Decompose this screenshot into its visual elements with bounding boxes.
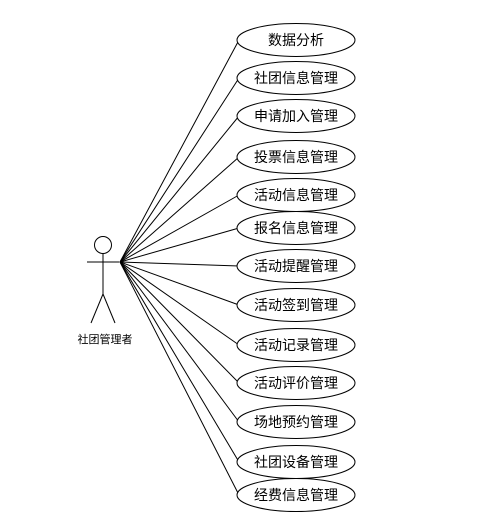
use-case-ellipse bbox=[236, 405, 356, 439]
use-case-ellipse bbox=[236, 328, 356, 362]
use-case: 数据分析 bbox=[236, 23, 356, 57]
actor-left-leg bbox=[90, 293, 104, 324]
use-case: 活动签到管理 bbox=[236, 288, 356, 322]
association-line bbox=[119, 261, 240, 463]
use-case: 活动提醒管理 bbox=[236, 249, 356, 283]
use-case-label: 经费信息管理 bbox=[254, 487, 338, 504]
use-case-ellipse bbox=[236, 211, 356, 245]
use-case-ellipse bbox=[236, 61, 356, 95]
use-case-ellipse bbox=[236, 288, 356, 322]
association-line bbox=[119, 156, 240, 263]
use-case: 投票信息管理 bbox=[236, 140, 356, 174]
use-cases: 数据分析社团信息管理申请加入管理投票信息管理活动信息管理报名信息管理活动提醒管理… bbox=[236, 23, 356, 512]
association-line bbox=[119, 261, 240, 423]
association-line bbox=[119, 261, 240, 346]
use-case: 社团设备管理 bbox=[236, 445, 356, 479]
use-case-label: 活动签到管理 bbox=[254, 297, 338, 314]
association-line bbox=[119, 261, 240, 267]
use-case-label: 报名信息管理 bbox=[254, 220, 338, 237]
use-case-label: 数据分析 bbox=[268, 33, 324, 49]
use-case-label: 社团信息管理 bbox=[254, 70, 338, 87]
use-case-label: 申请加入管理 bbox=[254, 109, 338, 125]
association-line bbox=[119, 227, 240, 263]
use-case: 活动记录管理 bbox=[236, 328, 356, 362]
use-case-label: 活动信息管理 bbox=[254, 187, 338, 204]
association-line bbox=[119, 115, 240, 263]
use-case: 场地预约管理 bbox=[236, 405, 356, 439]
use-case: 经费信息管理 bbox=[236, 478, 356, 512]
association-line bbox=[119, 261, 240, 384]
use-case-ellipse bbox=[236, 249, 356, 283]
use-case: 活动评价管理 bbox=[236, 366, 356, 400]
association-line bbox=[119, 77, 240, 263]
association-line bbox=[119, 39, 240, 263]
use-case: 社团信息管理 bbox=[236, 61, 356, 95]
actor-label: 社团管理者 bbox=[78, 332, 133, 346]
use-case-ellipse bbox=[236, 366, 356, 400]
use-case: 申请加入管理 bbox=[236, 99, 356, 133]
use-case-ellipse bbox=[236, 23, 356, 57]
use-case-ellipse bbox=[236, 99, 356, 133]
use-case-label: 社团设备管理 bbox=[254, 454, 338, 471]
associations bbox=[119, 39, 240, 496]
use-case-label: 活动评价管理 bbox=[254, 376, 338, 392]
actor-head bbox=[94, 236, 112, 254]
actor: 社团管理者 bbox=[78, 236, 133, 346]
use-case-label: 活动提醒管理 bbox=[254, 259, 338, 275]
actor-right-leg bbox=[102, 293, 116, 324]
use-case-label: 活动记录管理 bbox=[254, 338, 338, 354]
use-case: 活动信息管理 bbox=[236, 178, 356, 212]
use-case-ellipse bbox=[236, 140, 356, 174]
association-line bbox=[119, 261, 240, 306]
use-case-ellipse bbox=[236, 478, 356, 512]
association-line bbox=[119, 261, 240, 496]
use-case-label: 投票信息管理 bbox=[254, 149, 338, 166]
use-case: 报名信息管理 bbox=[236, 211, 356, 245]
use-case-label: 场地预约管理 bbox=[254, 415, 338, 431]
association-line bbox=[119, 194, 240, 263]
